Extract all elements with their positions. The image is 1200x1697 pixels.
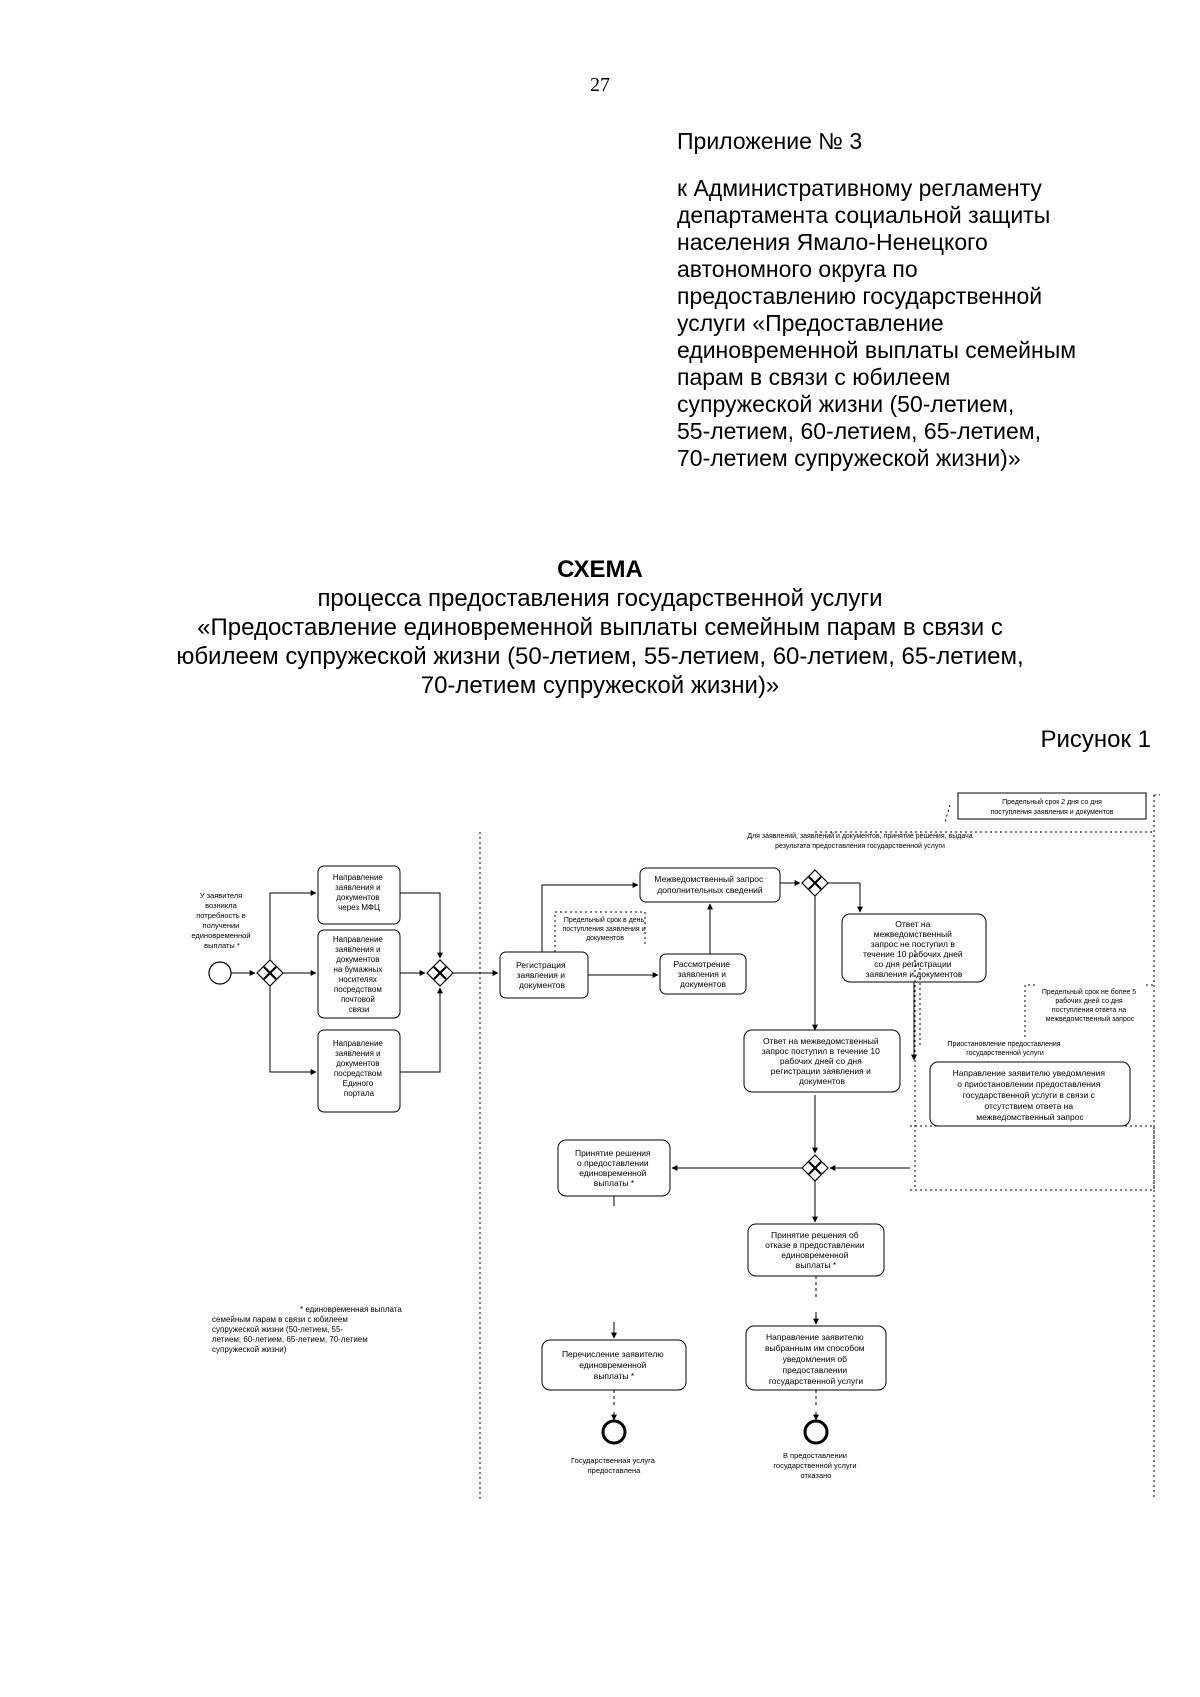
gateway-4 — [801, 1154, 829, 1182]
task-notify-refusal-label: Направление заявителю выбранным им спосо… — [765, 1332, 867, 1386]
task-decision-grant-label: Принятие решения о предоставлении единов… — [575, 1148, 653, 1188]
start-label: У заявителя возникла потребность в получ… — [191, 891, 252, 950]
scheme-line: «Предоставление единовременной выплаты с… — [197, 614, 1003, 641]
appendix-line: 55-летием, 60-летием, 65-летием, — [677, 418, 1041, 444]
appendix-number: Приложение № 3 — [677, 128, 863, 154]
appendix-line: к Административному регламенту — [677, 175, 1042, 201]
task-no-answer-label: Ответ на межведомственный запрос не пост… — [863, 919, 965, 979]
end-refused-label: В предоставлении государственной услуги … — [773, 1451, 858, 1480]
task-paper — [317, 929, 401, 1019]
task-answer-received — [743, 1029, 901, 1093]
end-event-granted — [601, 1419, 627, 1445]
gateway-3 — [801, 869, 829, 897]
gateway-2 — [426, 959, 454, 987]
task-interagency-label: Межведомственный запрос дополнительных с… — [654, 874, 765, 895]
start-event — [208, 961, 232, 985]
appendix-line: предоставлению государственной — [677, 283, 1043, 309]
end-event-refused — [803, 1419, 829, 1445]
task-portal-label: Направление заявления и документов посре… — [333, 1039, 385, 1098]
task-mfc-label: Направление заявления и документов через… — [333, 873, 385, 912]
note-registration: Предельный срок в день поступления заявл… — [562, 916, 647, 942]
appendix-line: услуги «Предоставление — [677, 310, 944, 336]
task-decision-refuse-label: Принятие решения об отказе в предоставле… — [765, 1230, 867, 1270]
end-granted-label: Государственная услуга предоставлена — [571, 1456, 657, 1475]
scheme-line: юбилеем супружеской жизни (50-летием, 55… — [176, 643, 1024, 670]
page-number: 27 — [590, 74, 610, 96]
task-paper-label: Направление заявления и документов на бу… — [333, 935, 385, 1014]
scheme-line: 70-летием супружеской жизни)» — [420, 672, 780, 699]
scheme-heading: СХЕМА процесса предоставления государств… — [0, 555, 1200, 700]
figure-label: Рисунок 1 — [1040, 726, 1151, 753]
task-suspend-notification — [929, 1061, 1131, 1127]
appendix-line: парам в связи с юбилеем — [677, 364, 951, 390]
note-top2: Для заявлений, заявлений и документов, п… — [747, 832, 972, 850]
footnote: * единовременная выплата семейным парам … — [212, 1305, 404, 1354]
scheme-line: процесса предоставления государственной … — [317, 585, 883, 612]
note-5days: Предельный срок не более 5 рабочих дней … — [1042, 988, 1138, 1023]
task-mfc — [317, 865, 401, 925]
task-answer-label: Ответ на межведомственный запрос поступи… — [762, 1036, 882, 1086]
appendix-line: единовременной выплаты семейным — [677, 337, 1077, 363]
task-suspend-label: Направление заявителю уведомления о прио… — [953, 1068, 1108, 1122]
appendix-line: населения Ямало-Ненецкого — [677, 229, 988, 255]
task-review — [659, 953, 747, 995]
task-registration-label: Регистрация заявления и документов — [516, 960, 568, 990]
task-transfer-label: Перечисление заявителю единовременной вы… — [562, 1349, 666, 1381]
appendix-line: департамента социальной защиты — [677, 202, 1051, 228]
gateway-1 — [256, 959, 284, 987]
task-review-label: Рассмотрение заявления и документов — [674, 959, 733, 989]
scheme-title: СХЕМА — [557, 556, 643, 583]
task-interagency-request — [639, 867, 781, 903]
note-suspend: Приостановление предоставления государст… — [947, 1041, 1062, 1057]
appendix-line: супружеской жизни (50-летием, — [677, 391, 1015, 417]
task-portal — [317, 1029, 401, 1113]
appendix-line: автономного округа по — [677, 256, 918, 282]
appendix-header: Приложение № 3 к Административному регла… — [677, 128, 1147, 472]
appendix-line: 70-летием супружеской жизни)» — [677, 445, 1021, 471]
